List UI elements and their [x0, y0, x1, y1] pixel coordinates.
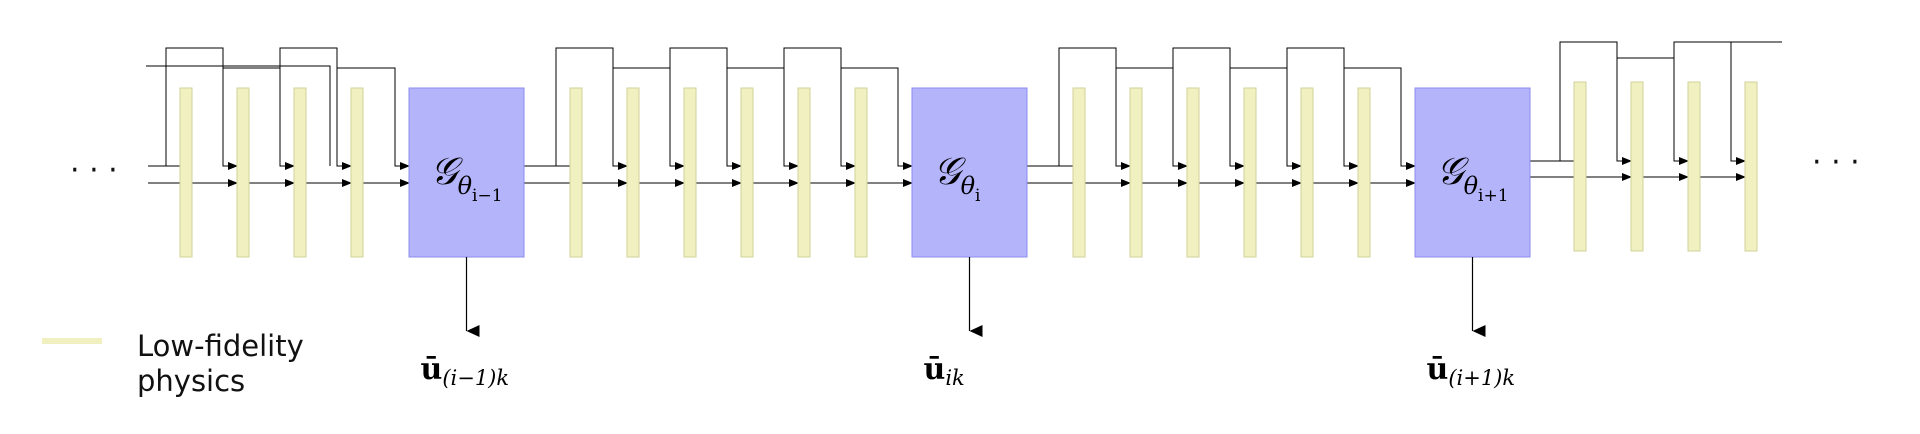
generator-rect — [911, 87, 1028, 258]
connection-line — [669, 47, 742, 170]
generator-sub: θ — [1464, 172, 1479, 200]
low-fidelity-bar — [683, 87, 697, 258]
low-fidelity-bar — [740, 87, 754, 258]
output-base: ū — [924, 352, 946, 387]
generator-rect — [408, 87, 525, 258]
generator-block-3: 𝒢θi+1 — [1414, 87, 1531, 258]
low-fidelity-bar — [1357, 87, 1371, 258]
low-fidelity-bar — [1744, 81, 1758, 252]
generator-subsub: i−1 — [472, 186, 503, 206]
legend-label-line2: physics — [137, 364, 245, 398]
output-label: ūik — [924, 352, 965, 390]
output-base: ū — [421, 352, 443, 387]
ellipsis-left: · · · — [70, 153, 118, 188]
connection-line — [1229, 67, 1302, 170]
connection-line — [146, 65, 331, 166]
low-fidelity-bar — [1300, 87, 1314, 258]
generator-sub: θ — [961, 172, 976, 200]
connection-line — [783, 47, 856, 170]
legend: Low-fidelity physics — [42, 329, 304, 398]
low-fidelity-bar — [1630, 81, 1644, 252]
low-fidelity-bar — [1573, 81, 1587, 252]
connection-lines — [146, 41, 1782, 187]
generator-blocks: 𝒢θi−1 𝒢θi 𝒢θi+1 — [408, 87, 1531, 258]
low-fidelity-bar — [350, 87, 364, 258]
connection-line — [1286, 47, 1359, 170]
connection-line — [1058, 47, 1131, 170]
connection-line — [1616, 57, 1689, 165]
generator-subsub: i+1 — [1478, 186, 1509, 206]
low-fidelity-bar — [626, 87, 640, 258]
connection-line — [840, 67, 913, 170]
connection-line — [1115, 67, 1188, 170]
generator-sub: θ — [458, 172, 473, 200]
low-fidelity-bar — [236, 87, 250, 258]
connection-line — [612, 67, 685, 170]
legend-label-line1: Low-fidelity — [137, 329, 304, 363]
ellipsis-right: · · · — [1812, 145, 1860, 180]
connection-line — [726, 67, 799, 170]
low-fidelity-bar — [797, 87, 811, 258]
generator-block-2: 𝒢θi — [911, 87, 1028, 258]
connection-line — [279, 47, 352, 170]
low-fidelity-bar — [854, 87, 868, 258]
connection-line — [1172, 47, 1245, 170]
output-sub: ik — [945, 366, 964, 390]
connection-line — [1559, 41, 1632, 165]
generator-subsub: i — [975, 186, 981, 206]
connection-line — [336, 67, 410, 170]
output-sub: (i+1)k — [1448, 366, 1515, 390]
connection-line — [165, 47, 238, 170]
low-fidelity-bar — [1186, 87, 1200, 258]
output-sub: (i−1)k — [442, 366, 509, 390]
connection-line — [222, 67, 295, 170]
low-fidelity-bar — [1129, 87, 1143, 258]
low-fidelity-bar — [1243, 87, 1257, 258]
low-fidelity-bar — [179, 87, 193, 258]
low-fidelity-bar — [293, 87, 307, 258]
output-label: ū(i+1)k — [1427, 352, 1516, 390]
generator-block-1: 𝒢θi−1 — [408, 87, 525, 258]
connection-line — [1673, 41, 1746, 165]
low-fidelity-bar — [1072, 87, 1086, 258]
output-base: ū — [1427, 352, 1449, 387]
generator-rect — [1414, 87, 1531, 258]
low-fidelity-bars — [179, 81, 1758, 258]
low-fidelity-bar — [569, 87, 583, 258]
low-fidelity-bar — [1687, 81, 1701, 252]
connection-line — [555, 47, 628, 170]
output-label: ū(i−1)k — [421, 352, 510, 390]
connection-line — [1343, 67, 1416, 170]
